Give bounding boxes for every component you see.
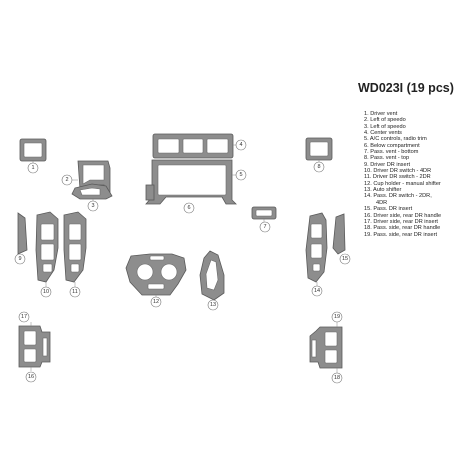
legend-item: 5. A/C controls, radio trim — [364, 136, 427, 143]
callout-label: 8 — [317, 164, 320, 170]
legend-item: 17. Driver side, rear DR insert — [364, 218, 438, 225]
legend-item: 13. Auto shifter — [364, 187, 402, 194]
callout-label: 12 — [153, 299, 159, 305]
legend-item: 15. Pass. DR insert — [364, 206, 413, 213]
legend-item: 9. Driver DR insert — [364, 161, 411, 168]
part-7-pass-vent-bottom — [251, 206, 277, 220]
callout-15: 15 — [339, 253, 351, 265]
kit-piece-count: (19 pcs) — [406, 81, 454, 95]
part-9-driver-door-insert — [17, 212, 28, 255]
callout-5: 5 — [235, 169, 247, 181]
legend-item: 18. Pass. side, rear DR handle — [364, 225, 441, 232]
callout-14: 14 — [311, 285, 323, 297]
legend-item: 3. Left of speedo — [364, 123, 406, 130]
callout-6: 6 — [183, 202, 195, 214]
parts-legend: 1. Driver vent 2. Left of speedo 3. Left… — [364, 111, 441, 238]
callout-leaders — [30, 144, 338, 373]
callout-4: 4 — [235, 139, 247, 151]
legend-item: 10. Driver DR switch - 4DR — [364, 168, 432, 175]
callout-3: 3 — [87, 200, 99, 212]
legend-item-continued: 4DR — [376, 199, 388, 206]
callout-label: 10 — [43, 289, 49, 295]
legend-item: 4. Center vents — [364, 130, 402, 137]
legend-item: 19. Pass. side, rear DR insert — [364, 231, 438, 238]
legend-item: 7. Pass. vent - bottom — [364, 149, 419, 156]
part-15-pass-door-insert — [332, 213, 346, 255]
legend-item: 6. Below compartment — [364, 142, 420, 149]
callout-label: 19 — [334, 314, 340, 320]
part-12-cup-holder — [125, 253, 187, 296]
legend-item: 16. Driver side, rear DR handle — [364, 212, 442, 219]
legend-item: 14. Pass. DR switch - 2DR, — [364, 193, 432, 200]
legend-item: 8. Pass. vent - top — [364, 155, 410, 162]
callout-label: 14 — [314, 288, 320, 294]
part-14-pass-door-switch — [305, 212, 328, 283]
callout-label: 5 — [239, 172, 242, 178]
part-1-driver-vent — [19, 138, 47, 162]
callout-1: 1 — [27, 162, 39, 174]
part-8-pass-vent-top — [305, 137, 333, 161]
callout-label: 13 — [210, 302, 216, 308]
callout-label: 3 — [91, 203, 94, 209]
legend-item: 2. Left of speedo — [364, 117, 406, 124]
callout-label: 18 — [334, 375, 340, 381]
legend-item: 1. Driver vent — [364, 111, 398, 117]
legend-item: 12. Cup holder - manual shifter — [364, 180, 441, 187]
callout-19: 19 — [331, 311, 343, 323]
callout-2: 2 — [61, 174, 73, 186]
kit-title: WD023I (19 pcs) — [358, 81, 454, 95]
callout-10: 10 — [40, 286, 52, 298]
callout-label: 16 — [28, 374, 34, 380]
callout-label: 1 — [31, 165, 34, 171]
callout-18: 18 — [331, 372, 343, 384]
callout-label: 2 — [65, 177, 68, 183]
part-5-6-ac-radio-trim — [145, 159, 237, 205]
part-4-center-vents — [152, 133, 234, 159]
kit-code: WD023I — [358, 81, 404, 95]
callout-label: 11 — [72, 289, 78, 295]
part-13-auto-shifter — [199, 250, 225, 301]
callout-8: 8 — [313, 161, 325, 173]
callout-label: 7 — [263, 224, 266, 230]
callout-13: 13 — [207, 299, 219, 311]
part-2-left-of-speedo — [77, 160, 111, 197]
callout-7: 7 — [259, 221, 271, 233]
callout-label: 17 — [21, 314, 27, 320]
callout-label: 15 — [342, 256, 348, 262]
callout-9: 9 — [14, 253, 26, 265]
callout-17: 17 — [18, 311, 30, 323]
part-11-driver-door-switch-2dr — [63, 211, 87, 283]
part-16-17-driver-rear-door — [18, 325, 51, 368]
part-10-driver-door-switch-4dr — [35, 211, 59, 283]
callout-label: 4 — [239, 142, 242, 148]
part-18-19-pass-rear-door — [309, 326, 343, 369]
callout-12: 12 — [150, 296, 162, 308]
callout-16: 16 — [25, 371, 37, 383]
callout-label: 9 — [18, 256, 21, 262]
callout-label: 6 — [187, 205, 190, 211]
part-3-left-of-speedo — [71, 183, 113, 200]
legend-item: 11. Driver DR switch - 2DR — [364, 174, 431, 181]
callout-11: 11 — [69, 286, 81, 298]
